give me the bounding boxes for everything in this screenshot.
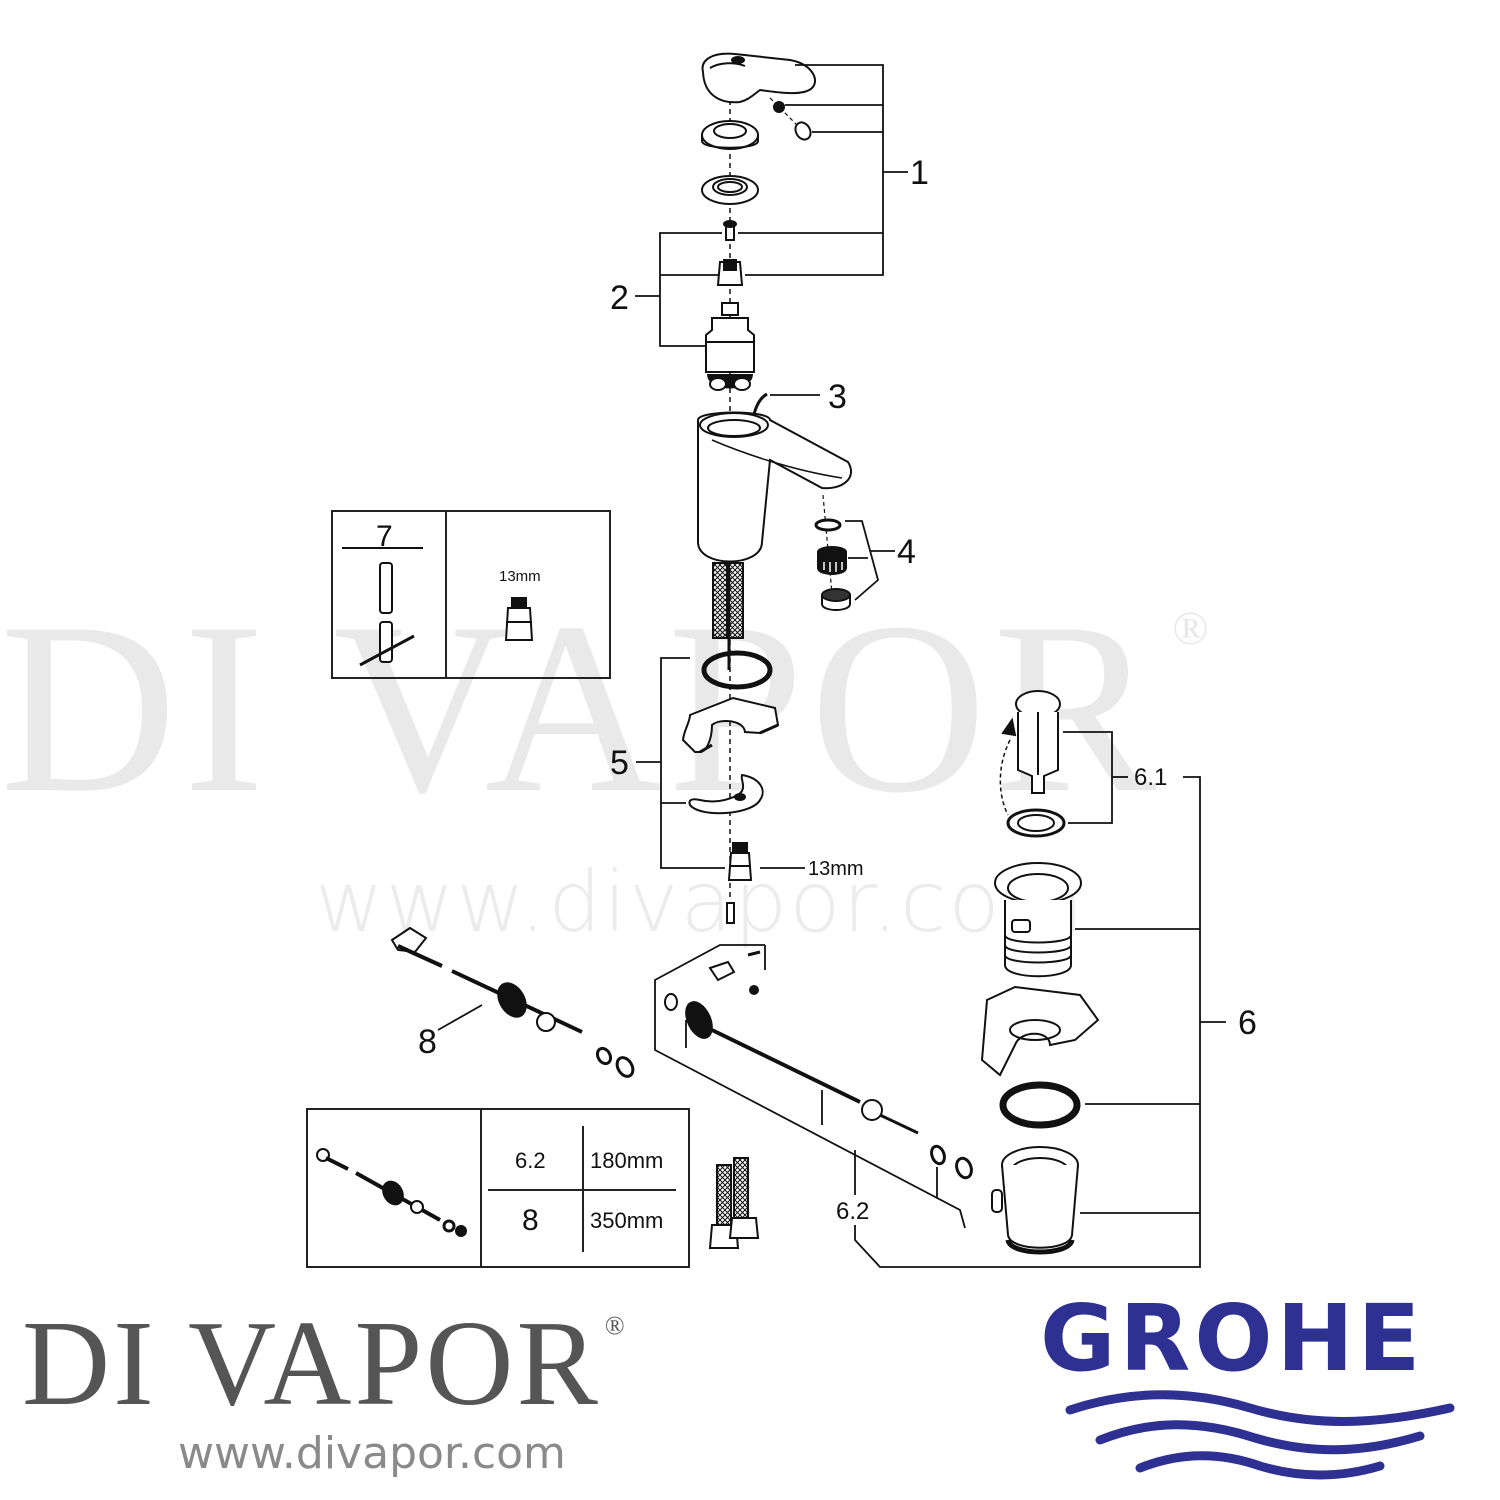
- tool-part-number: 7: [376, 520, 393, 553]
- callout-1: 1: [910, 154, 929, 192]
- watermark-logo: DI VAPOR®: [0, 585, 1500, 830]
- grohe-logo-text: GROHE: [1040, 1285, 1425, 1392]
- leader-lines: [437, 64, 1226, 1268]
- callout-6: 6: [1238, 1004, 1257, 1042]
- length-table: 6.2 180mm 8 350mm: [306, 1108, 690, 1268]
- table-row-2-length: 350mm: [590, 1208, 664, 1233]
- watermark-url: www.divapor.com: [315, 853, 1086, 951]
- callout-3: 3: [828, 378, 847, 416]
- seal-ring-icon: [1006, 808, 1066, 838]
- connection-hoses-icon: [708, 1157, 760, 1249]
- table-row-2-part: 8: [522, 1204, 539, 1237]
- divapor-logo: DI VAPOR®: [22, 1303, 628, 1425]
- table-row-1-part: 6.2: [515, 1148, 546, 1173]
- tool-box: 7 13mm: [331, 510, 611, 679]
- divapor-logo-text: DI VAPOR: [22, 1296, 601, 1431]
- o-ring-icon: [701, 650, 773, 690]
- support-plate-icon: [681, 696, 780, 754]
- threaded-rod-icon: [726, 902, 735, 924]
- table-row-1-length: 180mm: [590, 1148, 664, 1173]
- socket-13mm-icon: [504, 597, 534, 641]
- fixing-nut-icon: [727, 842, 753, 881]
- rubber-seal-ring-icon: [999, 1081, 1081, 1129]
- cover-cap-icon: [701, 120, 759, 150]
- mixer-body-icon: [697, 411, 852, 563]
- callout-2: 2: [610, 279, 629, 317]
- tool-size-label: 13mm: [499, 568, 541, 585]
- watermark-registered-mark: ®: [1172, 602, 1215, 655]
- callout-6-2: 6.2: [836, 1198, 870, 1225]
- linkage-rod-table-icon: [316, 1148, 467, 1237]
- callout-5: 5: [610, 744, 629, 782]
- callout-6-1: 6.1: [1134, 764, 1168, 791]
- screw-icon: [723, 220, 737, 241]
- cartridge-icon: [705, 302, 755, 391]
- retaining-ring-icon: [701, 175, 759, 205]
- lever-handle-icon: [701, 52, 817, 141]
- clevis-assembly-icon: [664, 950, 973, 1180]
- washer-plate-icon: [688, 773, 764, 815]
- tool-box-divider: [445, 512, 447, 677]
- callout-4: 4: [897, 533, 916, 571]
- linkage-rod-8-icon: [390, 926, 635, 1078]
- waste-flange-icon: [994, 862, 1082, 978]
- table-divider-vertical: [480, 1110, 482, 1266]
- aerator-icon: [814, 494, 851, 611]
- waste-body-icon: [991, 1146, 1079, 1255]
- socket-wrench-tool-icon: [342, 547, 423, 667]
- grohe-waves-icon: [1065, 1390, 1455, 1480]
- adapter-icon: [716, 259, 744, 286]
- pop-up-plug-icon: [999, 690, 1061, 816]
- nut-size-label: 13mm: [808, 858, 864, 880]
- watermark-text: DI VAPOR: [0, 572, 1163, 843]
- table-divider-horizontal: [488, 1189, 676, 1191]
- divapor-url: www.divapor.com: [178, 1428, 566, 1479]
- divapor-registered-mark: ®: [604, 1311, 628, 1340]
- wedge-gasket-icon: [980, 985, 1100, 1077]
- callout-8: 8: [418, 1023, 437, 1061]
